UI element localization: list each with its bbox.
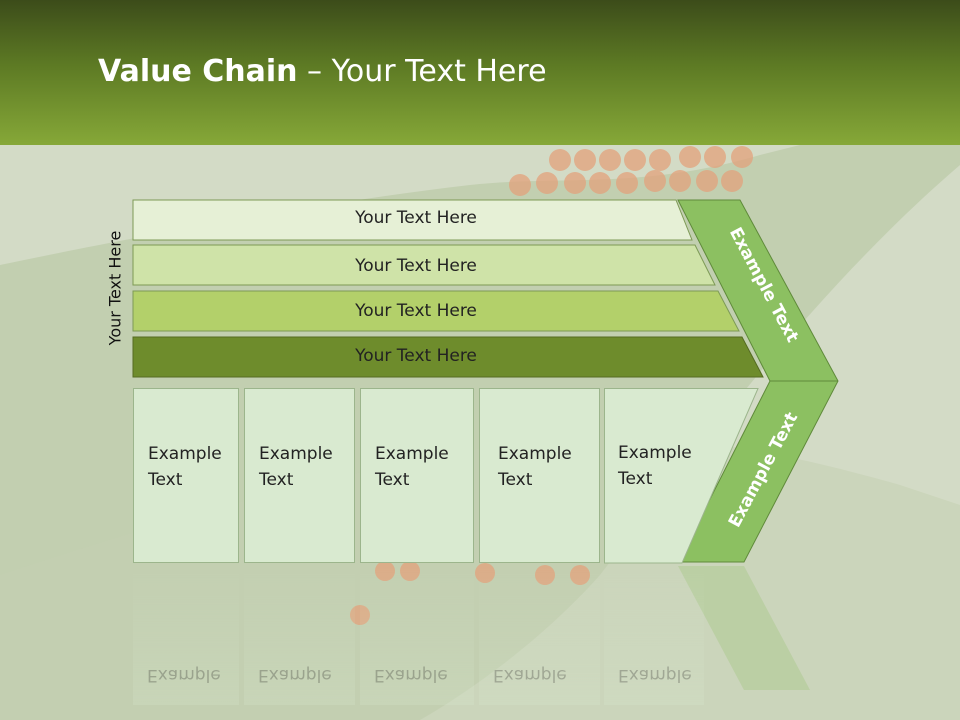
title-rest: – Your Text Here: [297, 54, 547, 89]
box-5-line1: Example: [618, 443, 692, 463]
refl-2-line1: Example: [258, 665, 332, 685]
box-1-line2: Text: [148, 470, 183, 490]
box-reflection-1: Example: [133, 565, 239, 705]
box-2-line1: Example: [259, 444, 333, 464]
box-2-line2: Text: [259, 470, 294, 490]
bar-label-3: Your Text Here: [355, 301, 477, 321]
box-reflection-2: Example: [244, 565, 355, 705]
bar-label-1: Your Text Here: [355, 208, 477, 228]
page-title: Value Chain – Your Text Here: [98, 54, 547, 89]
refl-1-line1: Example: [147, 665, 221, 685]
box-4-line1: Example: [498, 444, 572, 464]
bar-3: [132, 290, 740, 332]
box-reflection-5: Example: [604, 565, 704, 705]
box-reflection-4: Example: [479, 565, 600, 705]
bar-2: [132, 244, 716, 286]
chevron-reflection: [678, 566, 810, 690]
bar-1: [132, 199, 693, 241]
box-1-line1: Example: [148, 444, 222, 464]
bar-label-4: Your Text Here: [355, 346, 477, 366]
example-box-5-shape: [604, 388, 759, 564]
title-strong: Value Chain: [98, 54, 298, 89]
box-3-line1: Example: [375, 444, 449, 464]
title-banner: [0, 0, 960, 145]
box-5-line2: Text: [618, 469, 653, 489]
refl-3-line1: Example: [374, 665, 448, 685]
refl-5-line1: Example: [618, 665, 692, 685]
bar-4: [132, 336, 764, 378]
bar-label-2: Your Text Here: [355, 256, 477, 276]
box-4-line2: Text: [498, 470, 533, 490]
box-3-line2: Text: [375, 470, 410, 490]
refl-4-line1: Example: [493, 665, 567, 685]
box-reflection-3: Example: [360, 565, 474, 705]
